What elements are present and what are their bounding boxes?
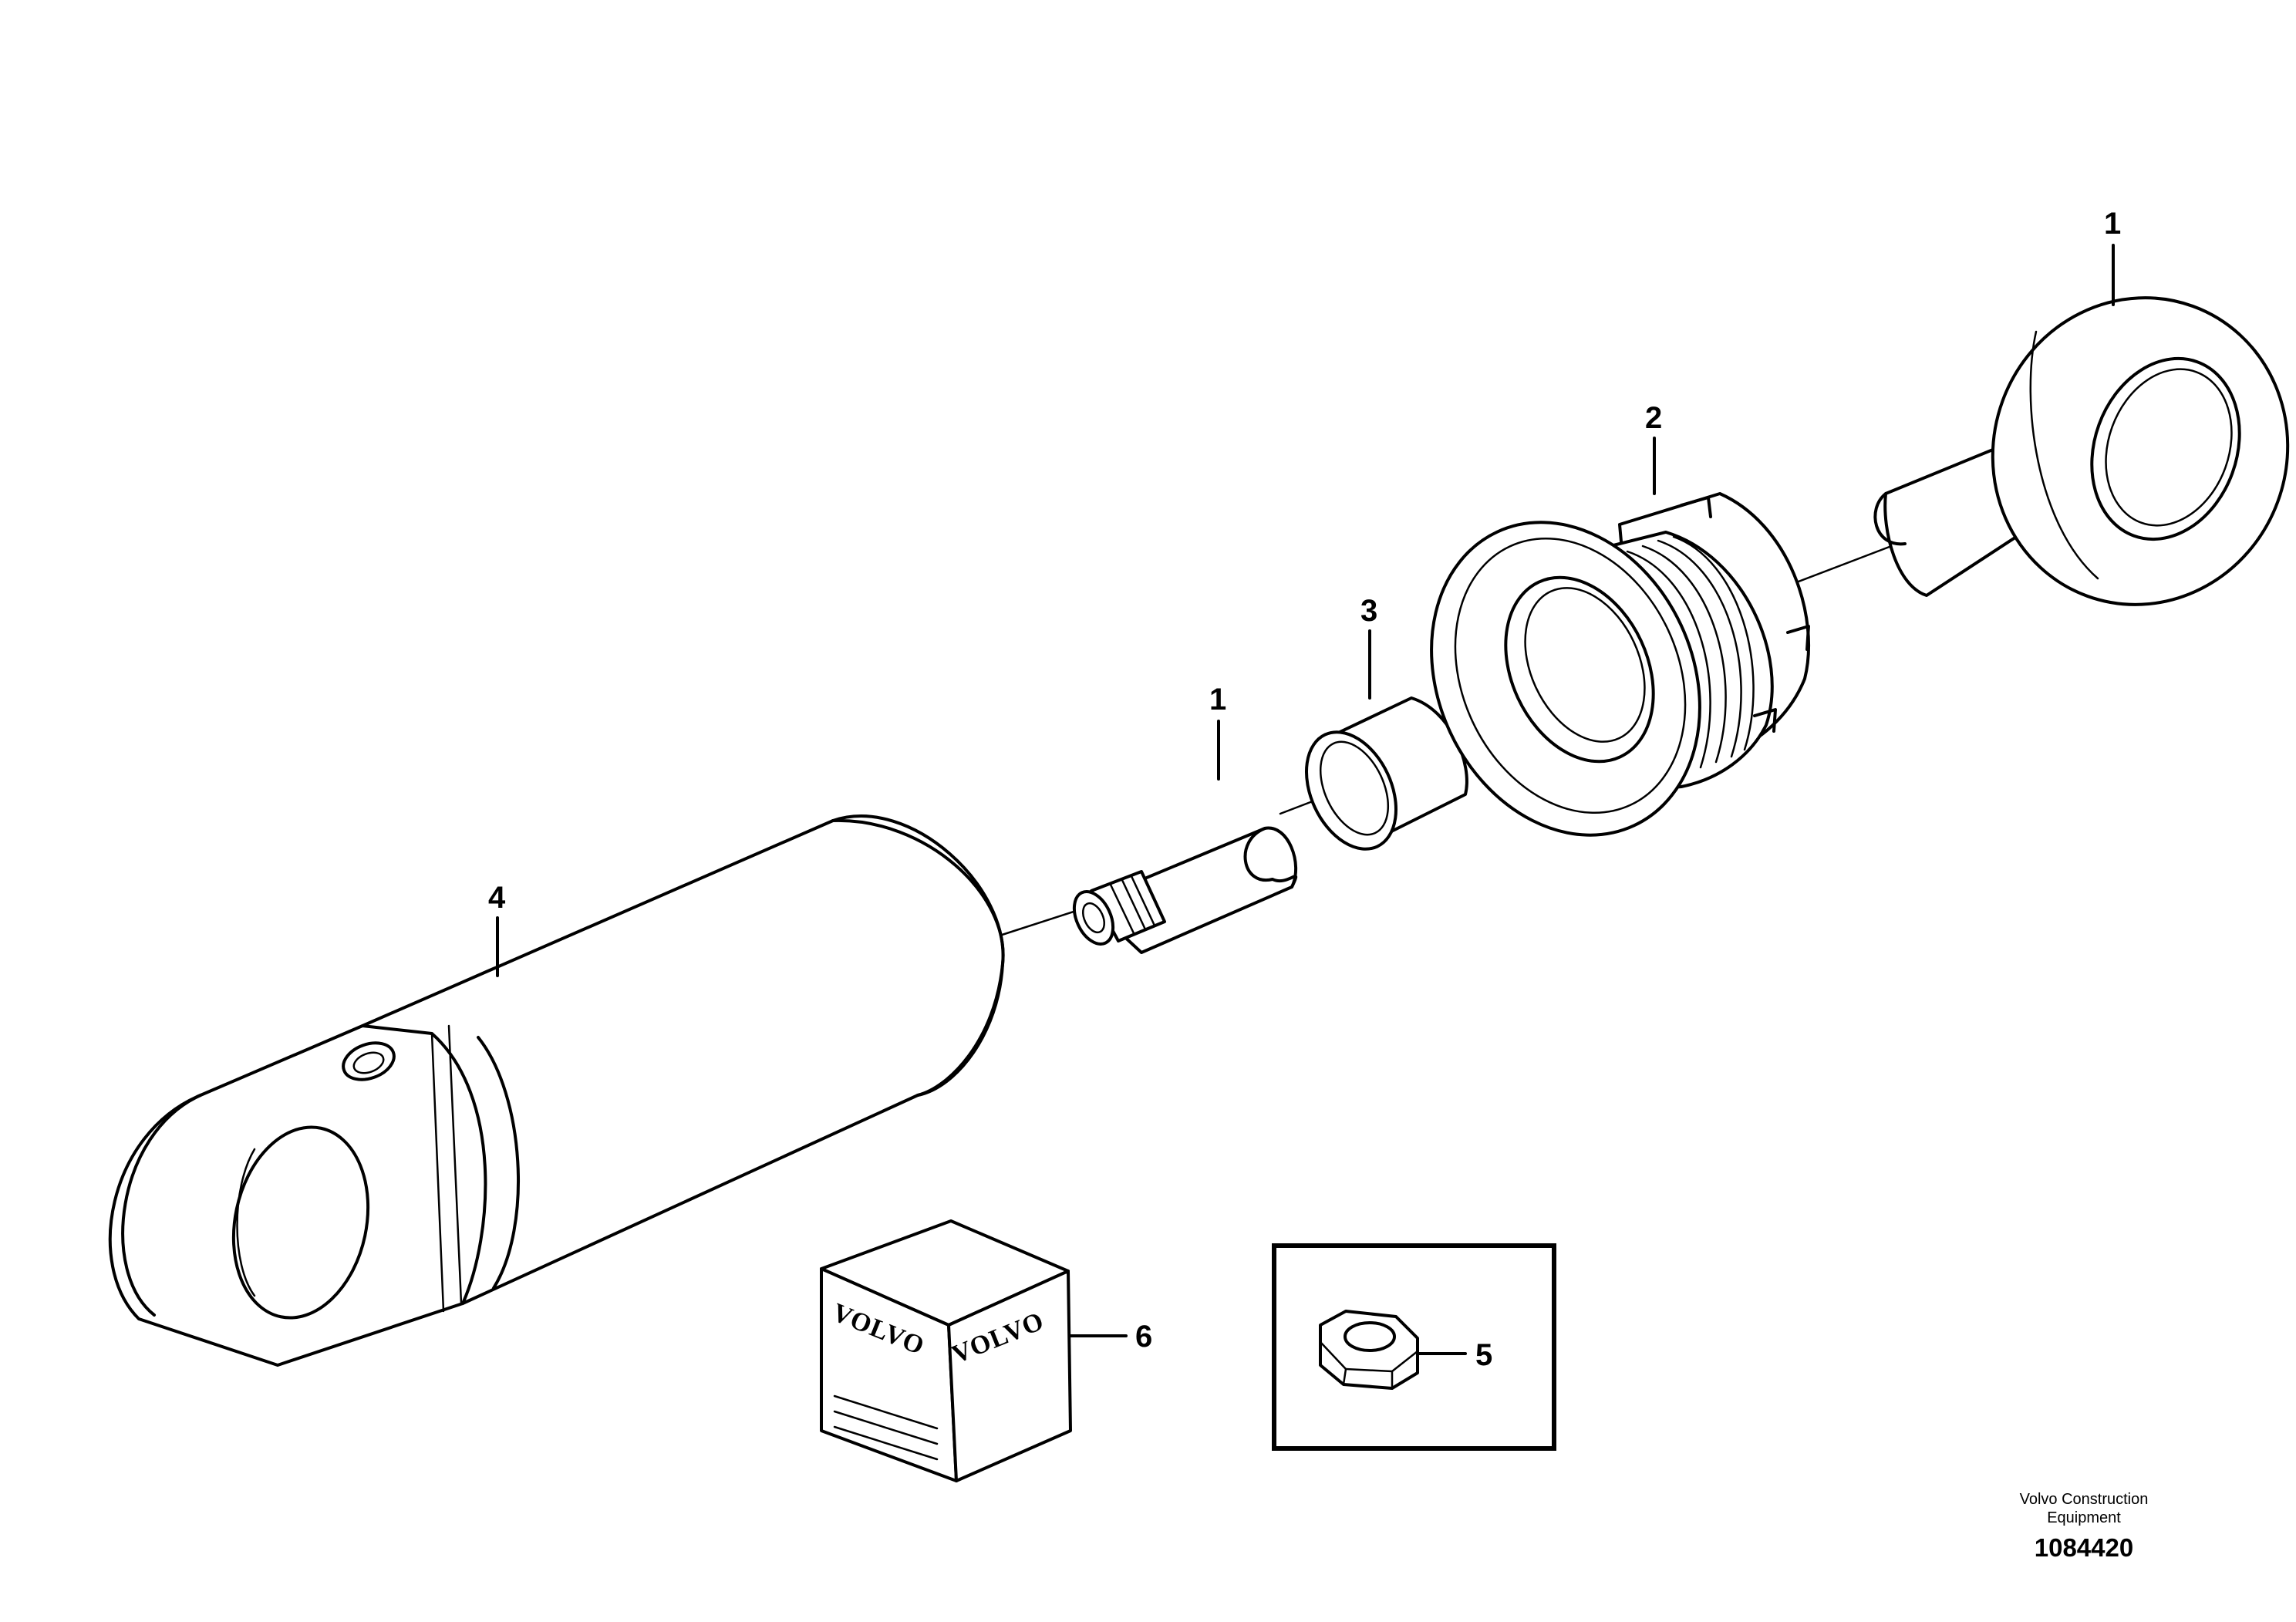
callout-rod-shaft: 1 [1209, 683, 1226, 717]
callout-labels: 1 2 3 1 4 6 5 [488, 207, 2121, 1372]
callout-seal-kit: 6 [1135, 1320, 1152, 1354]
callout-nut: 5 [1475, 1338, 1492, 1372]
hex-nut [1319, 1310, 1419, 1390]
drawing-number: 1084420 [2034, 1533, 2134, 1562]
callout-rod-eye: 1 [2104, 207, 2121, 241]
callout-cylinder-tube: 4 [488, 881, 506, 915]
leader-lines [496, 244, 2115, 977]
nut-frame [1272, 1243, 1556, 1451]
piston-rod [1072, 826, 1298, 954]
callout-cylinder-head: 2 [1645, 401, 1662, 435]
cylinder-head [1430, 492, 1811, 837]
footer-company: Volvo Construction Equipment [1968, 1490, 2200, 1527]
callout-bushing: 3 [1360, 594, 1377, 628]
rod-eye [1873, 296, 2290, 606]
seal-kit-box: VOLVO VOLVO [820, 1219, 1072, 1482]
bushing [1304, 696, 1468, 851]
footer-company-line2: Equipment [2047, 1509, 2121, 1526]
footer-company-line1: Volvo Construction [2019, 1491, 2149, 1508]
cylinder-tube [108, 814, 1005, 1367]
